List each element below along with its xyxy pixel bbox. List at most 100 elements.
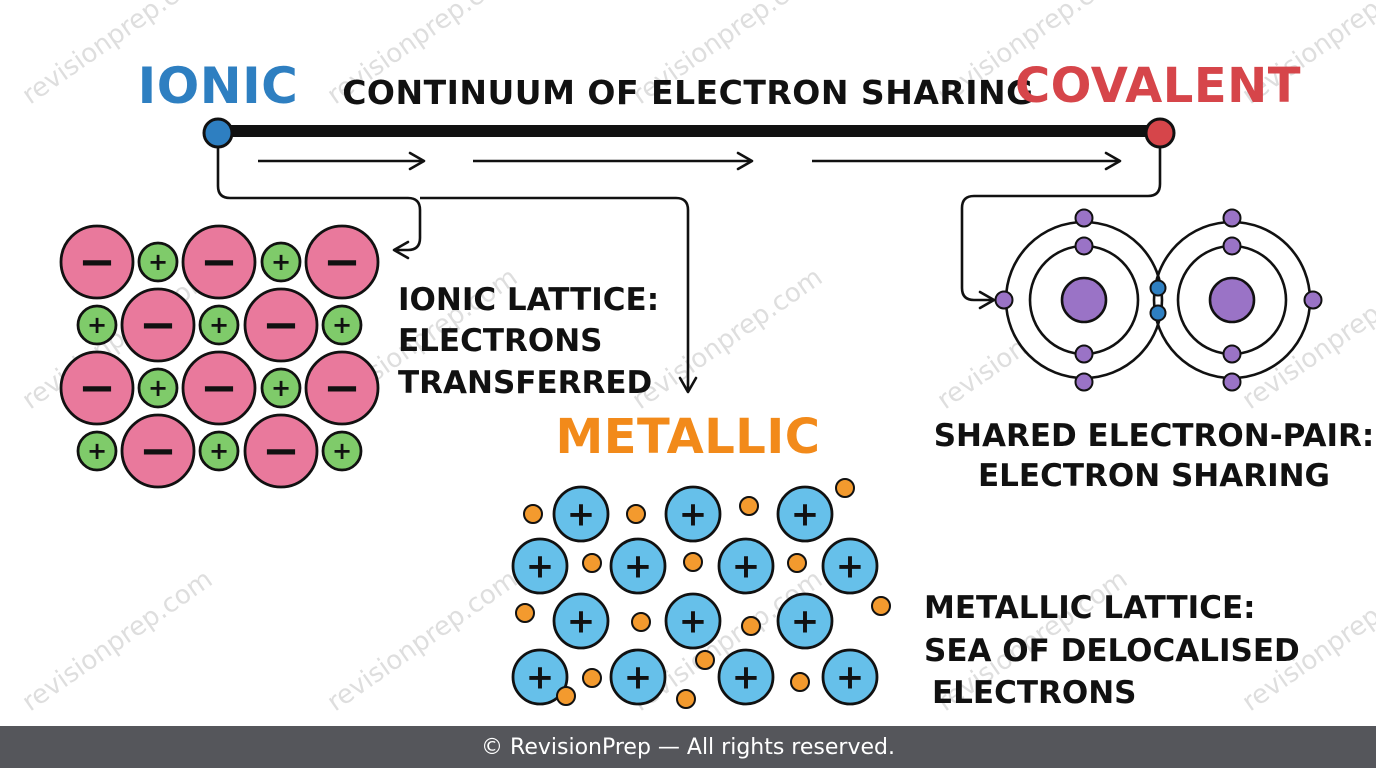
- cation-sign: +: [209, 311, 229, 339]
- delocalised-electron: [695, 650, 715, 670]
- metallic-label-line-3: ELECTRONS: [932, 675, 1137, 711]
- delocalised-electron: [790, 672, 810, 692]
- anion-sign: −: [262, 298, 300, 351]
- delocalised-electron: [871, 596, 891, 616]
- footer-bar: © RevisionPrep — All rights reserved.: [0, 726, 1376, 768]
- anion-sign: −: [139, 424, 177, 477]
- metal-cation-sign: +: [836, 657, 865, 697]
- shared-electron: [1149, 304, 1167, 322]
- connector-to-metallic: [420, 196, 698, 394]
- delocalised-electron: [787, 553, 807, 573]
- cation: +: [260, 367, 302, 409]
- anion: −: [120, 413, 196, 489]
- watermark-text: revisionprep.com: [322, 564, 523, 718]
- anion-sign: −: [323, 361, 361, 414]
- metal-cation: +: [664, 485, 722, 543]
- shell-electron: [1074, 236, 1094, 256]
- metal-cation: +: [511, 648, 569, 706]
- metal-cation: +: [821, 537, 879, 595]
- cation-sign: +: [87, 437, 107, 465]
- anion: −: [304, 350, 380, 426]
- cation: +: [137, 241, 179, 283]
- anion-sign: −: [78, 361, 116, 414]
- delocalised-electron: [741, 616, 761, 636]
- covalent-label-line-1: SHARED ELECTRON-PAIR:: [934, 418, 1375, 454]
- anion-sign: −: [200, 361, 238, 414]
- connector-to-covalent: [960, 147, 1162, 310]
- metallic-title: METALLIC: [556, 409, 821, 465]
- cation: +: [76, 430, 118, 472]
- cation: +: [198, 430, 240, 472]
- shell-electron: [1222, 208, 1242, 228]
- metal-cation: +: [821, 648, 879, 706]
- cation: +: [137, 367, 179, 409]
- right-nucleus: [1208, 276, 1256, 324]
- anion: −: [243, 413, 319, 489]
- delocalised-electron: [523, 504, 543, 524]
- cation: +: [198, 304, 240, 346]
- shared-electron: [1149, 279, 1167, 297]
- cation: +: [76, 304, 118, 346]
- metal-cation-sign: +: [679, 601, 708, 641]
- cation-sign: +: [209, 437, 229, 465]
- metallic-lattice: ++++++++++++++: [511, 478, 891, 709]
- metal-cation-sign: +: [791, 601, 820, 641]
- metal-cation-sign: +: [836, 546, 865, 586]
- anion-sign: −: [139, 298, 177, 351]
- delocalised-electron: [582, 553, 602, 573]
- cation-sign: +: [332, 437, 352, 465]
- cation-sign: +: [148, 374, 168, 402]
- metal-cation-sign: +: [624, 546, 653, 586]
- ionic-label-line-3: TRANSFERRED: [398, 365, 652, 401]
- shell-electron: [1222, 372, 1242, 392]
- delocalised-electron: [631, 612, 651, 632]
- anion-sign: −: [262, 424, 300, 477]
- ionic-title: IONIC: [138, 57, 299, 115]
- metal-cation-sign: +: [732, 546, 761, 586]
- metal-cation: +: [776, 485, 834, 543]
- metal-cation: +: [511, 537, 569, 595]
- cation: +: [321, 304, 363, 346]
- anion: −: [243, 287, 319, 363]
- metal-cation-sign: +: [526, 546, 555, 586]
- metal-cation: +: [717, 648, 775, 706]
- connector-to-ionic: [216, 147, 422, 260]
- delocalised-electron: [683, 552, 703, 572]
- cation: +: [260, 241, 302, 283]
- metallic-label-line-1: METALLIC LATTICE:: [924, 590, 1256, 626]
- connector-lines: [216, 147, 1162, 394]
- cation: +: [321, 430, 363, 472]
- anion: −: [181, 224, 257, 300]
- cation-sign: +: [271, 248, 291, 276]
- metal-cation: +: [552, 485, 610, 543]
- metal-cation: +: [664, 592, 722, 650]
- metal-cation: +: [776, 592, 834, 650]
- continuum-bar: [202, 117, 1176, 149]
- left-nucleus: [1060, 276, 1108, 324]
- metal-cation-sign: +: [567, 601, 596, 641]
- anion: −: [59, 350, 135, 426]
- watermark-text: revisionprep.com: [1237, 262, 1376, 416]
- shell-electron: [1303, 290, 1323, 310]
- shell-electron: [1074, 344, 1094, 364]
- delocalised-electron: [739, 496, 759, 516]
- delocalised-electron: [515, 603, 535, 623]
- anion: −: [59, 224, 135, 300]
- metal-cation: +: [552, 592, 610, 650]
- ionic-label-line-1: IONIC LATTICE:: [398, 282, 659, 318]
- anion-sign: −: [323, 235, 361, 288]
- metal-cation-sign: +: [732, 657, 761, 697]
- shell-electron: [1222, 344, 1242, 364]
- continuum-title: CONTINUUM OF ELECTRON SHARING: [342, 73, 1034, 112]
- delocalised-electron: [556, 686, 576, 706]
- ionic-lattice: −+−+−+−+−+−+−+−+−+−+: [59, 224, 380, 489]
- cation-sign: +: [332, 311, 352, 339]
- metal-cation: +: [717, 537, 775, 595]
- copyright-text: © RevisionPrep — All rights reserved.: [481, 734, 895, 760]
- cation-sign: +: [148, 248, 168, 276]
- ionic-end-dot: [202, 117, 234, 149]
- metal-cation-sign: +: [624, 657, 653, 697]
- cation-sign: +: [87, 311, 107, 339]
- anion-sign: −: [200, 235, 238, 288]
